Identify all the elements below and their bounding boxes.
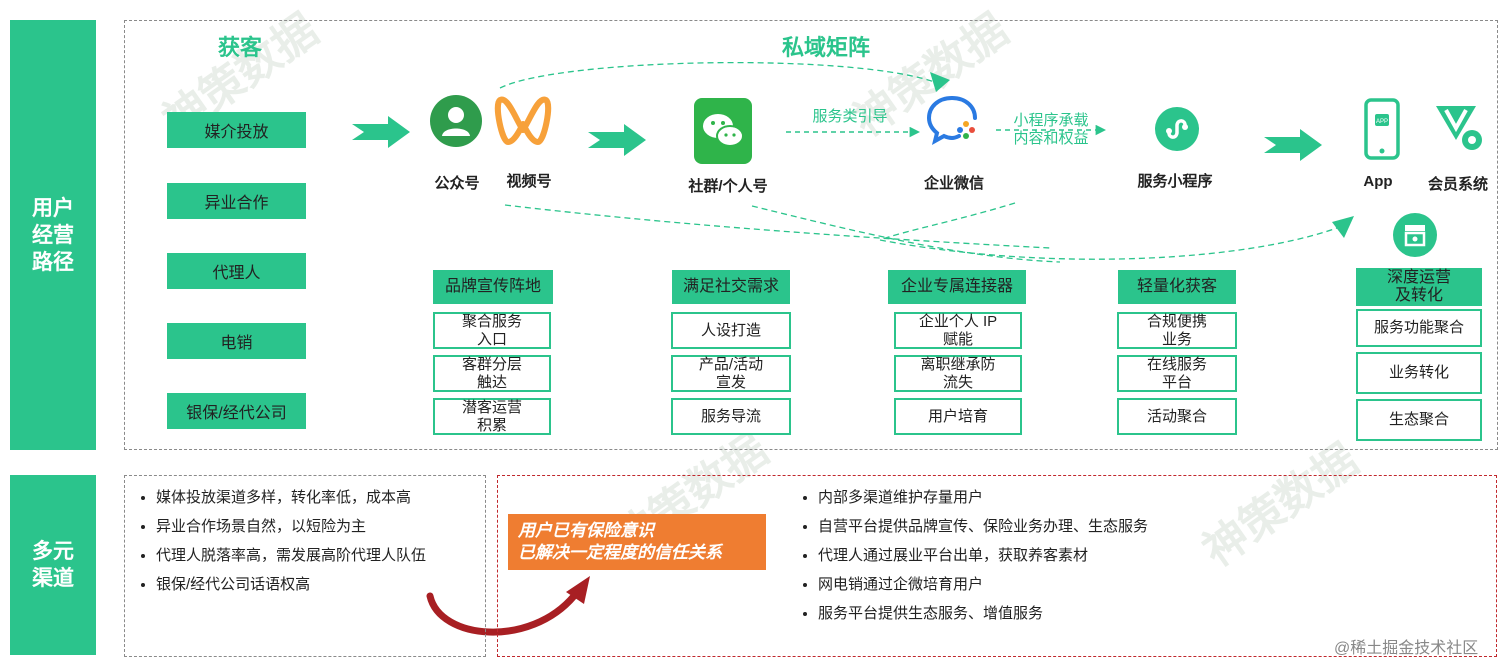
list-item: 异业合作场景自然，以短险为主: [156, 512, 484, 541]
column-item: 企业个人 IP 赋能: [894, 312, 1022, 349]
list-item: 银保/经代公司话语权高: [156, 570, 484, 599]
list-item: 代理人通过展业平台出单，获取养客素材: [818, 541, 1486, 570]
list-item: 媒体投放渠道多样，转化率低，成本高: [156, 483, 484, 512]
list-item: 内部多渠道维护存量用户: [818, 483, 1486, 512]
callout-trust: 用户已有保险意识 已解决一定程度的信任关系: [508, 514, 766, 570]
heading-private-matrix: 私域矩阵: [782, 35, 871, 60]
mini-program-icon: [1154, 106, 1200, 152]
column-item: 人设打造: [671, 312, 791, 349]
node-community: 社群/个人号: [688, 178, 768, 195]
node-official-account: 公众号: [434, 175, 480, 192]
source-media: 媒介投放: [167, 112, 306, 148]
private-traits-box: [497, 475, 1497, 657]
label-mini-carry: 小程序承载 内容和权益: [1013, 112, 1089, 147]
column-title-connector: 企业专属连接器: [888, 270, 1026, 304]
app-badge-text: APP: [1376, 119, 1388, 125]
source-bank-broker: 银保/经代公司: [167, 393, 306, 429]
user-path-container: [124, 20, 1498, 450]
list-item: 自营平台提供品牌宣传、保险业务办理、生态服务: [818, 512, 1486, 541]
list-item: 网电销通过企微培育用户: [818, 570, 1486, 599]
section-label-user-path: 用户 经营 路径: [10, 20, 96, 450]
column-item: 离职继承防 流失: [894, 355, 1022, 392]
node-video-channel: 视频号: [506, 173, 552, 190]
list-item: 代理人脱落率高，需发展高阶代理人队伍: [156, 541, 484, 570]
private-traits-list-wrap: 内部多渠道维护存量用户 自营平台提供品牌宣传、保险业务办理、生态服务 代理人通过…: [796, 483, 1486, 628]
column-item: 在线服务 平台: [1117, 355, 1237, 392]
channel-traits-list-wrap: 媒体投放渠道多样，转化率低，成本高 异业合作场景自然，以短险为主 代理人脱落率高…: [134, 483, 484, 599]
column-item: 生态聚合: [1356, 399, 1482, 441]
official-account-icon: [429, 94, 483, 148]
column-title-deep-ops: 深度运营 及转化: [1356, 268, 1482, 306]
store-icon: [1392, 212, 1438, 258]
column-item: 用户培育: [894, 398, 1022, 435]
source-telesales: 电销: [167, 323, 306, 359]
list-item: 服务平台提供生态服务、增值服务: [818, 599, 1486, 628]
node-member-system: 会员系统: [1427, 176, 1488, 193]
private-traits-list: 内部多渠道维护存量用户 自营平台提供品牌宣传、保险业务办理、生态服务 代理人通过…: [796, 483, 1486, 628]
wechat-icon: [694, 98, 752, 164]
source-crossindustry: 异业合作: [167, 183, 306, 219]
column-item: 活动聚合: [1117, 398, 1237, 435]
source-agent: 代理人: [167, 253, 306, 289]
section-label-channels: 多元 渠道: [10, 475, 96, 655]
heading-acquire: 获客: [218, 35, 263, 60]
footer-credit: @稀土掘金技术社区: [1334, 640, 1479, 657]
column-title-lightweight: 轻量化获客: [1118, 270, 1236, 304]
column-item: 服务导流: [671, 398, 791, 435]
column-item: 客群分层 触达: [433, 355, 551, 392]
column-item: 潜客运营 积累: [433, 398, 551, 435]
member-system-icon: [1432, 100, 1488, 156]
label-service-guide: 服务类引导: [812, 108, 888, 125]
column-item: 业务转化: [1356, 352, 1482, 394]
channel-traits-box: [124, 475, 486, 657]
column-title-brand: 品牌宣传阵地: [433, 270, 553, 304]
node-mini-program: 服务小程序: [1137, 173, 1213, 190]
column-item: 服务功能聚合: [1356, 309, 1482, 347]
column-item: 产品/活动 宣发: [671, 355, 791, 392]
node-wecom: 企业微信: [923, 175, 984, 192]
column-item: 合规便携 业务: [1117, 312, 1237, 349]
channel-traits-list: 媒体投放渠道多样，转化率低，成本高 异业合作场景自然，以短险为主 代理人脱落率高…: [134, 483, 484, 599]
node-app: App: [1363, 173, 1393, 190]
column-item: 聚合服务 入口: [433, 312, 551, 349]
app-phone-icon: APP: [1364, 98, 1400, 160]
video-channel-icon: [494, 90, 552, 152]
wecom-icon: [926, 92, 982, 148]
column-title-social: 满足社交需求: [672, 270, 790, 304]
